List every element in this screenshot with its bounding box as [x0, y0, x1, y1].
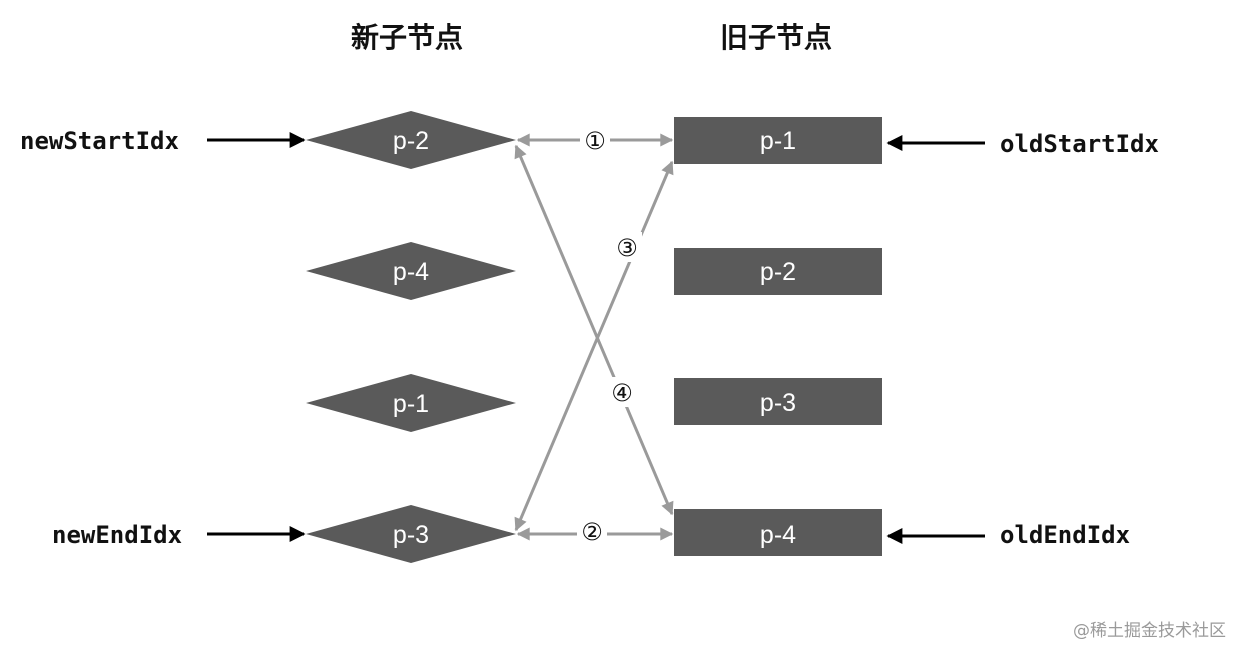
- old-node-4-label: p-4: [760, 521, 796, 549]
- compare-arrow-4: [514, 144, 674, 516]
- old-node-3: p-3: [674, 378, 882, 425]
- compare-arrow-3: [514, 160, 674, 532]
- old-node-3-label: p-3: [760, 389, 796, 417]
- new-start-idx-label: newStartIdx: [20, 127, 179, 155]
- new-node-1: p-2: [306, 111, 516, 169]
- step-2-bg: [577, 515, 607, 545]
- new-node-2-label: p-4: [393, 258, 429, 286]
- step-2-label: ②: [581, 518, 603, 546]
- new-node-2: p-4: [306, 242, 516, 300]
- new-node-3-label: p-1: [393, 390, 429, 418]
- step-1-bg: [580, 124, 610, 154]
- new-node-1-label: p-2: [393, 127, 429, 155]
- watermark: @稀土掘金技术社区: [1073, 621, 1226, 641]
- old-node-4: p-4: [674, 509, 882, 556]
- step-4-bg: [607, 377, 637, 407]
- new-node-4-label: p-3: [393, 521, 429, 549]
- old-node-2-label: p-2: [760, 258, 796, 286]
- old-end-idx-label: oldEndIdx: [1000, 521, 1130, 549]
- old-node-1: p-1: [674, 117, 882, 164]
- old-node-1-label: p-1: [760, 127, 796, 155]
- step-3-label: ③: [616, 234, 638, 262]
- old-start-idx-label: oldStartIdx: [1000, 130, 1159, 158]
- step-1-label: ①: [584, 127, 606, 155]
- new-node-4: p-3: [306, 505, 516, 563]
- step-3-bg: [612, 232, 642, 262]
- new-node-3: p-1: [306, 374, 516, 432]
- step-4-label: ④: [611, 379, 633, 407]
- old-children-title: 旧子节点: [720, 21, 832, 54]
- old-node-2: p-2: [674, 248, 882, 295]
- new-children-title: 新子节点: [351, 21, 463, 54]
- new-end-idx-label: newEndIdx: [52, 521, 182, 549]
